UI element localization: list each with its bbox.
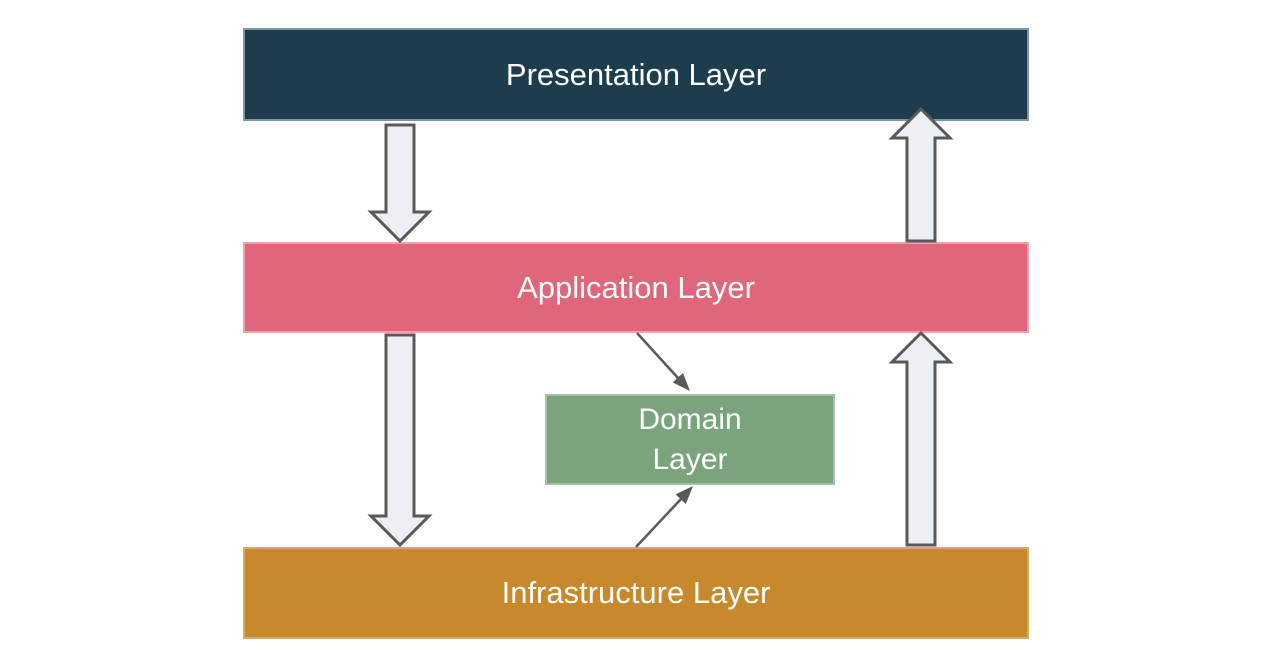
layer-box-infrastructure: Infrastructure Layer (243, 547, 1029, 639)
layer-label-domain: Domain Layer (638, 402, 742, 476)
layer-box-application: Application Layer (243, 242, 1029, 333)
block-arrow-infrastructure-to-application-icon (888, 330, 954, 547)
thin-arrow-infrastructure-to-domain-icon (635, 486, 693, 548)
layer-box-presentation: Presentation Layer (243, 28, 1029, 121)
layer-box-domain: Domain Layer (545, 394, 835, 485)
layer-label-application: Application Layer (517, 269, 755, 305)
thin-arrow-application-to-domain-icon (636, 332, 690, 391)
block-arrow-application-to-infrastructure-icon (367, 333, 433, 548)
layer-label-presentation: Presentation Layer (505, 56, 767, 92)
layer-label-infrastructure: Infrastructure Layer (501, 575, 771, 610)
block-arrow-presentation-to-application-icon (367, 123, 433, 244)
block-arrow-application-to-presentation-icon (888, 106, 954, 243)
